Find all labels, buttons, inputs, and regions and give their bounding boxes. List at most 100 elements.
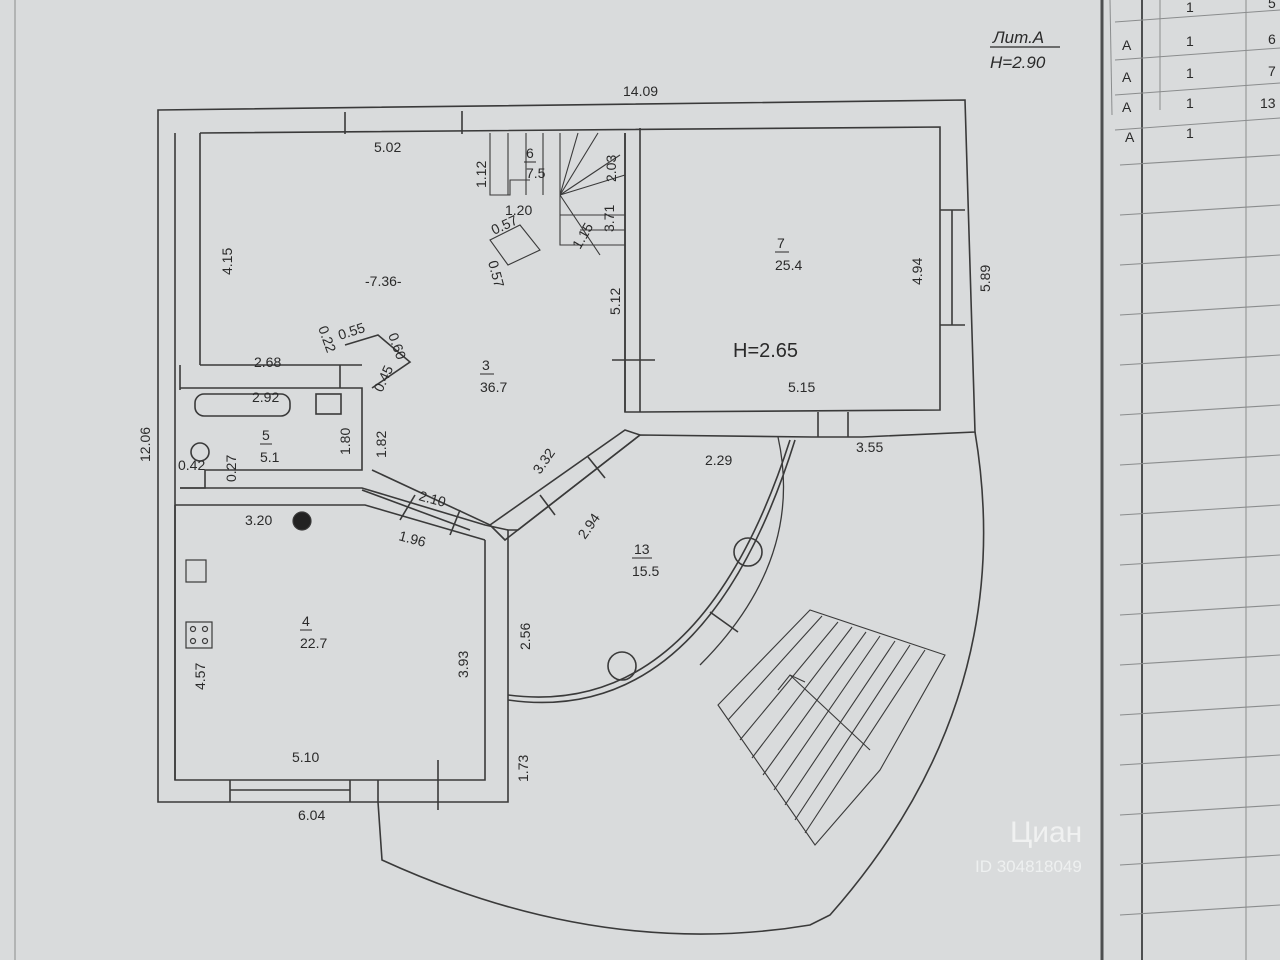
dim-1-20: 1.20 [505,202,532,218]
room-7-height: H=2.65 [733,340,798,362]
terrace-arc-inner-2 [507,439,796,704]
dim-5-15: 5.15 [788,379,815,395]
table-row3-c1: A [1122,99,1132,115]
room-5-label: 5 5.1 [260,427,280,465]
door-mark-13-b [587,456,606,479]
toilet-icon [190,442,210,462]
stair-arrow-line [789,674,871,751]
dim-4-57: 4.57 [192,663,208,690]
dim-2-92: 2.92 [252,389,279,405]
watermark-id: ID 304818049 [975,857,1082,876]
dim-5-02: 5.02 [374,139,401,155]
dim-0-27: 0.27 [223,455,239,482]
dim-3-71: 3.71 [601,205,617,232]
table-row1-c2: 1 [1186,33,1194,49]
dim-4-94: 4.94 [909,258,925,285]
table-row1-c1: A [1122,37,1132,53]
room-4-label: 4 22.7 [300,613,327,651]
washbasin-icon [315,393,342,415]
walls [157,99,976,810]
room-7-label: 7 25.4 [775,235,802,273]
table-row2-c1: A [1122,69,1132,85]
room-4-number: 4 [302,613,310,629]
dim-0-57b: 0.57 [485,259,508,290]
dim-5-12: 5.12 [607,288,623,315]
fixtures [185,511,312,649]
room-5-number: 5 [262,427,270,443]
room-13-number: 13 [634,541,650,557]
table-row4-c2: 1 [1186,125,1194,141]
room-3-number: 3 [482,357,490,373]
dim-7-36: -7.36- [365,273,402,289]
room13-arc [699,436,785,666]
room-3-label: 3 36.7 [480,357,507,395]
door-mark-13-a [539,494,556,516]
title-height: H=2.90 [990,53,1046,72]
column-circle-2 [607,651,637,681]
dim-5-10: 5.10 [292,749,319,765]
table-row3-c2: 1 [1186,95,1194,111]
dim-1-96: 1.96 [397,527,428,550]
room-7-number: 7 [777,235,785,251]
terrace [377,431,985,935]
room-4-area: 22.7 [300,635,327,651]
boiler-icon [292,511,312,531]
dim-2-56: 2.56 [517,623,533,650]
room-labels: 3 36.7 4 22.7 5 5.1 6 7.5 7 25.4 13 15.5 [260,145,802,651]
table-row1-c3: 6 [1268,31,1276,47]
dim-5-89: 5.89 [977,265,993,292]
room-13-label: 13 15.5 [632,541,659,579]
stair-arrow-head [777,674,806,691]
table-row3-c3: 13 [1260,95,1276,111]
door-mark-corridor-2 [449,509,461,536]
room-6-area: 7.5 [526,165,546,181]
wall-13-3 [489,434,641,542]
dim-3-55: 3.55 [856,439,883,455]
corridor-inner-line [361,489,471,531]
watermark-brand: Циан [1010,816,1082,849]
inner-staircase [489,132,626,266]
terrace-mark [709,611,739,633]
watermark: Циан ID 304818049 [975,816,1082,876]
angled-niche-wall [344,334,412,389]
room-7-area: 25.4 [775,257,802,273]
dim-total-width: 14.09 [623,83,658,99]
stove-icon [185,621,213,649]
corridor-wall-kitchen-top [175,504,486,541]
room-6-label: 6 7.5 [524,145,546,181]
table-row4-c1: A [1125,129,1135,145]
table-row2-c2: 1 [1186,65,1194,81]
dim-1-82: 1.82 [373,431,389,458]
kitchen-wall [174,505,486,781]
room-5-area: 5.1 [260,449,280,465]
side-table-text: 1 5 A 1 6 A 1 7 A 1 13 A 1 [1122,0,1276,145]
title-lit: Лит.А [992,28,1044,47]
dim-1-12: 1.12 [473,161,489,188]
outer-stair-outline [717,609,946,846]
dim-3-20: 3.20 [245,512,272,528]
dim-0-42: 0.42 [178,457,205,473]
corridor-wall-bottom [180,487,509,531]
terrace-outer-arc [377,431,985,935]
dim-3-93: 3.93 [455,651,471,678]
door-mark-corridor-1 [399,494,416,521]
table-top-c3: 5 [1268,0,1276,11]
room-3-area: 36.7 [480,379,507,395]
table-row2-c3: 7 [1268,63,1276,79]
dim-1-73: 1.73 [515,755,531,782]
dim-2-10: 2.10 [417,487,448,510]
bathtub-icon [194,393,291,417]
side-grid [1109,0,1280,960]
kitchen-sink-icon [185,559,207,583]
terrace-arc-inner [507,439,791,698]
room-13-area: 15.5 [632,563,659,579]
dim-2-68: 2.68 [254,354,281,370]
dim-total-height: 12.06 [137,427,153,462]
outer-staircase [717,609,946,846]
dim-4-15: 4.15 [219,248,235,275]
table-top-c2: 1 [1186,0,1194,15]
dim-2-03: 2.03 [603,155,619,182]
room-6-number: 6 [526,145,534,161]
dim-1-80: 1.80 [337,428,353,455]
